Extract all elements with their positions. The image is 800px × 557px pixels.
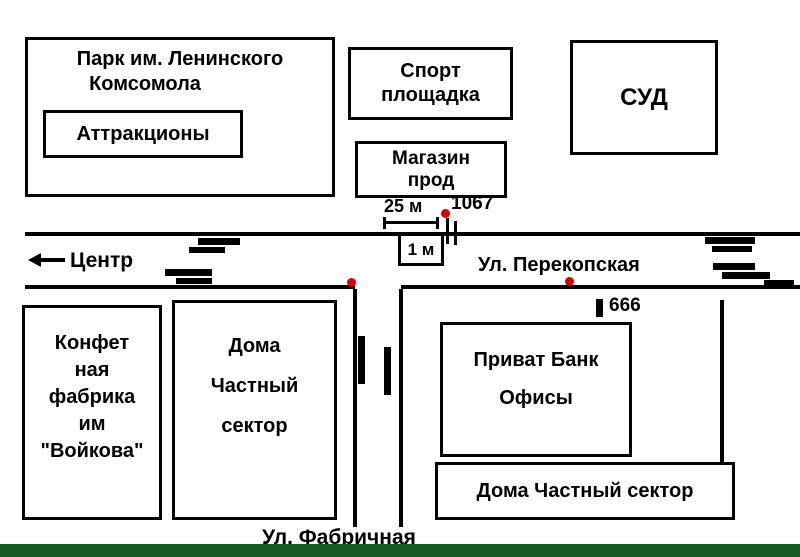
bottom-green-strip	[0, 544, 800, 557]
road-vehicle-mark	[165, 269, 212, 276]
left-arrow-icon	[28, 253, 66, 267]
sport-ground-outline: Спорт площадка	[348, 47, 513, 120]
bank-label-line1: Приват Банк	[473, 349, 599, 371]
entrance-tick-2	[454, 221, 457, 245]
factory-label-line2: ная	[74, 359, 110, 381]
factory-label-line1: Конфет	[54, 332, 130, 354]
fabrichnaya-street-label: Ул. Фабричная	[262, 526, 416, 549]
house-number-666-label: 666	[609, 295, 641, 316]
attractions-building-outline: Аттракционы	[43, 110, 243, 158]
entrance-tick-1	[446, 218, 449, 244]
fabrichnaya-east-edge-line	[399, 289, 403, 527]
court-label: СУД	[620, 83, 668, 111]
factory-label-line5: "Войкова"	[40, 440, 144, 462]
privat-bank-outline: Приват Банк Офисы	[440, 322, 632, 457]
road-vehicle-mark	[189, 247, 225, 253]
road-vehicle-mark	[705, 237, 755, 244]
sport-label-line2: площадка	[381, 84, 480, 106]
east-boundary-line	[720, 300, 724, 462]
distance-25m-label: 25 м	[384, 196, 423, 216]
red-marker-dot-corner	[347, 278, 356, 287]
street-vehicle-mark	[384, 347, 391, 395]
road-vehicle-mark	[176, 278, 212, 284]
center-direction-label: Центр	[70, 249, 134, 272]
sport-label-line1: Спорт	[400, 60, 461, 82]
red-marker-dot-perekopskaya	[565, 277, 574, 286]
road-vehicle-mark	[713, 263, 755, 270]
street-vehicle-mark	[358, 336, 365, 384]
bank-label-line2: Офисы	[499, 387, 573, 409]
homes-west-label-line1: Дома	[228, 335, 281, 357]
court-building-outline: СУД	[570, 40, 718, 155]
park-building-outline: Парк им. Ленинского Комсомола Аттракцион…	[25, 37, 335, 197]
road-vehicle-mark	[764, 280, 794, 286]
road-south-edge-line-east	[401, 285, 800, 289]
attractions-label: Аттракционы	[76, 122, 210, 145]
red-marker-dot-1067	[441, 209, 450, 218]
shop-label-line1: Магазин	[392, 147, 470, 169]
road-north-edge-line	[25, 232, 800, 236]
perekopskaya-street-label: Ул. Перекопская	[478, 254, 640, 276]
road-south-edge-line-west	[25, 285, 355, 289]
distance-1m-bracket: 1 м	[398, 236, 444, 266]
shop-label-line2: прод	[407, 169, 455, 191]
house-number-1067-label: 1067	[451, 193, 494, 214]
road-vehicle-mark	[712, 246, 752, 252]
homes-west-label-line2: Частный	[210, 375, 299, 397]
road-vehicle-mark	[198, 238, 240, 245]
road-vehicle-mark	[722, 272, 770, 279]
candy-factory-outline: Конфет ная фабрика им "Войкова"	[22, 305, 162, 520]
factory-label-line3: фабрика	[48, 386, 136, 408]
homes-west-label-line3: сектор	[221, 415, 288, 437]
homes-south-label: Дома Частный сектор	[476, 479, 694, 502]
homes-south-outline: Дома Частный сектор	[435, 462, 735, 520]
distance-1m-label: 1 м	[407, 239, 435, 259]
factory-label-line4: им	[78, 413, 106, 435]
grocery-shop-outline: Магазин прод	[355, 141, 507, 198]
park-label-line1: Парк им. Ленинского	[76, 48, 284, 70]
homes-west-outline: Дома Частный сектор	[172, 300, 337, 520]
park-label-line2: Комсомола	[89, 73, 201, 95]
dimension-line-25m	[383, 221, 439, 224]
fabrichnaya-west-edge-line	[353, 289, 357, 527]
house-666-entrance-mark	[596, 299, 603, 317]
